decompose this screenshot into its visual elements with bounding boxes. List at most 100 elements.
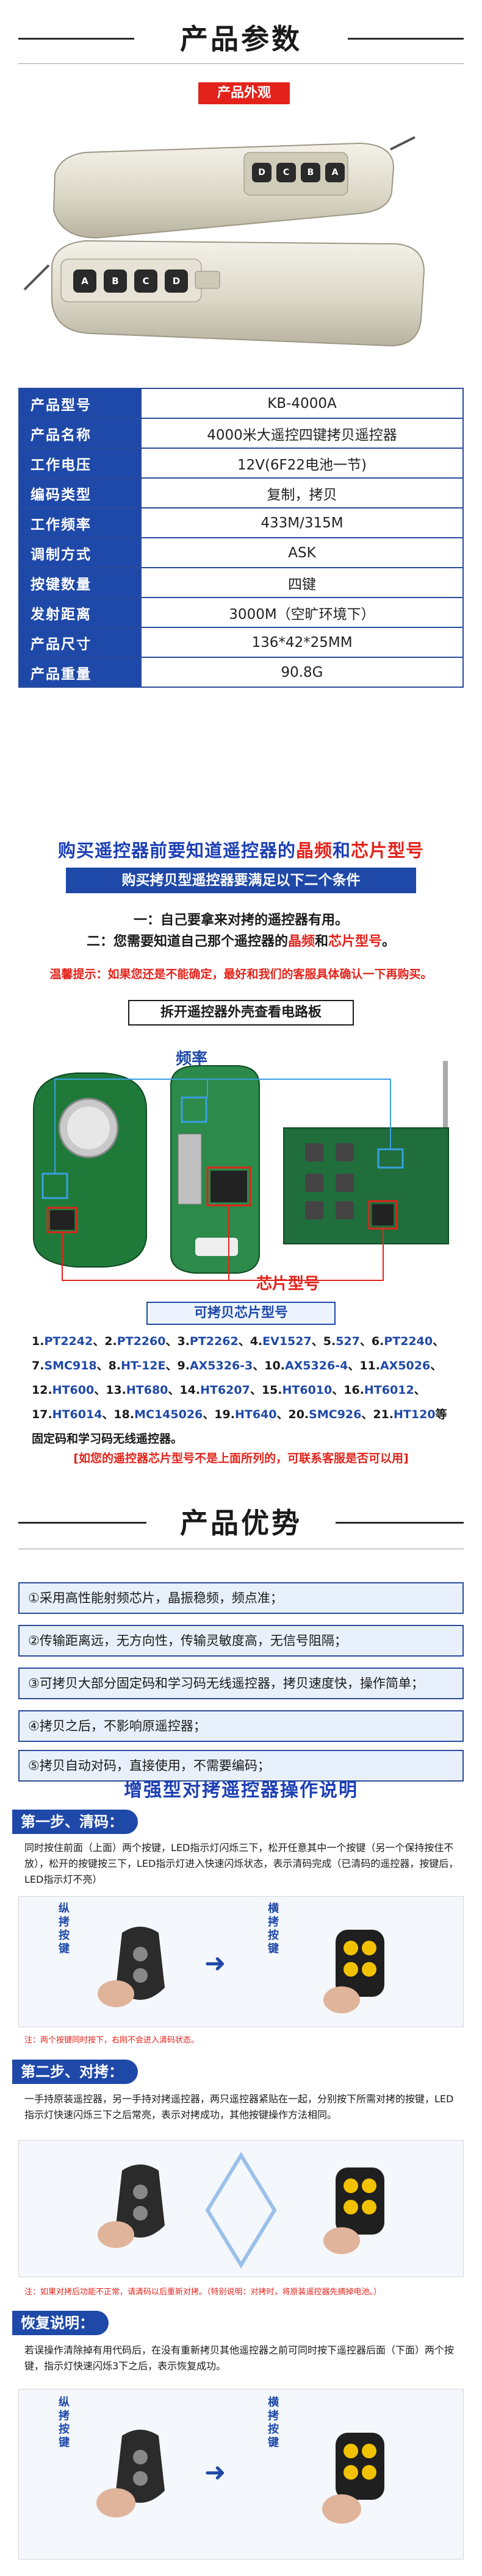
- condition-1: 一：自己要拿来对拷的遥控器有用。: [133, 913, 348, 928]
- spec-row: 编码类型复制，拷贝: [18, 477, 464, 508]
- freq-label: 频率: [176, 1050, 208, 1068]
- spec-value: 433M/315M: [140, 507, 464, 538]
- advantage-item: ①采用高性能射频芯片，晶振稳频，频点准；: [18, 1582, 464, 1614]
- divider: [18, 63, 464, 64]
- copy-remote-icon: [322, 2433, 384, 2524]
- chip-model: AX5326-4: [284, 1359, 348, 1372]
- chip-separator: 、3.: [165, 1335, 190, 1348]
- chip-list-title: 可拷贝芯片型号: [146, 1302, 336, 1325]
- step3-text: 若误操作清除掉有用代码后，在没有重新拷贝其他遥控器之前可同时按下遥控器后面（下面…: [24, 2344, 455, 2372]
- spec-value: 复制，拷贝: [140, 477, 464, 508]
- chip-row: 12.HT600、13.HT680、14.HT6207、15.HT6010、16…: [32, 1378, 453, 1402]
- remote-key-d: D: [252, 163, 272, 182]
- step3-heading: 恢复说明：: [12, 2311, 109, 2335]
- step2-heading: 第二步、对拷：: [12, 2060, 138, 2084]
- chip-separator: 、8.: [96, 1359, 121, 1372]
- chip-model: EV1527: [262, 1335, 312, 1348]
- chip-separator: 17.: [32, 1408, 52, 1421]
- spec-value: 90.8G: [140, 657, 464, 688]
- guide-title: 增强型对拷遥控器操作说明: [124, 1780, 358, 1801]
- buy-title-text: 购买遥控器前要知道遥控器的: [57, 840, 296, 861]
- chip-label: 芯片型号: [256, 1275, 320, 1293]
- remote-key-a: A: [325, 163, 345, 182]
- chip-separator: 、: [433, 1335, 445, 1348]
- chip-model: PT2260: [117, 1335, 166, 1348]
- remote-key-b: B: [301, 163, 320, 182]
- arrow-right-icon: ➜: [204, 1948, 226, 1978]
- spec-key: 产品型号: [18, 388, 142, 419]
- chip-model: HT640: [234, 1408, 277, 1421]
- chip-row: 7.SMC918、8.HT-12E、9.AX5326-3、10.AX5326-4…: [32, 1354, 453, 1378]
- remote-key-a: A: [73, 269, 96, 293]
- page-title: 产品参数: [180, 23, 302, 55]
- step1-note: 注：两个按键同时按下，右刚不会进入清码状态。: [24, 2036, 200, 2045]
- title-rule-right: [348, 38, 464, 40]
- adv-rule-right: [336, 1522, 464, 1524]
- condition-2-chip: 芯片型号: [328, 934, 383, 949]
- step3-panel: [18, 2389, 464, 2560]
- chip-separator: 、11.: [348, 1359, 380, 1372]
- advantage-item: ⑤拷贝自动对码，直接使用，不需要编码；: [18, 1750, 464, 1782]
- chip-separator: 7.: [32, 1359, 45, 1372]
- advantages-title: 产品优势: [180, 1507, 302, 1540]
- chip-model: HT6012: [364, 1383, 414, 1397]
- step1-panel: [18, 1896, 464, 2027]
- spec-key: 编码类型: [18, 477, 142, 508]
- chip-separator: 、6.: [359, 1335, 384, 1348]
- step2-text: 一手持原装遥控器，另一手持对拷遥控器，两只遥控器紧贴在一起，分别按下所需对拷的按…: [24, 2093, 454, 2121]
- chip-model: HT6014: [52, 1408, 103, 1421]
- buy-title-freq: 晶频: [295, 840, 333, 861]
- title-rule-left: [18, 38, 134, 40]
- step3-label-right: 横拷按键: [268, 2396, 279, 2449]
- chip-separator: 、13.: [94, 1383, 126, 1397]
- spec-key: 工作频率: [18, 507, 142, 538]
- condition-2-text: 二：您需要知道自己那个遥控器的: [86, 934, 288, 949]
- chip-list: 1.PT2242、2.PT2260、3.PT2262、4.EV1527、5.52…: [32, 1329, 453, 1451]
- chip-separator: 、5.: [311, 1335, 336, 1348]
- step1-label-left: 纵拷按键: [59, 1902, 70, 1955]
- buy-title-and: 和: [333, 840, 351, 861]
- spec-value: KB-4000A: [140, 388, 464, 419]
- chip-separator: 、4.: [238, 1335, 263, 1348]
- chip-model: AX5326-3: [189, 1359, 253, 1372]
- advantage-item: ②传输距离远，无方向性，传输灵敏度高，无信号阻隔；: [18, 1625, 464, 1657]
- chip-model: 527: [336, 1335, 360, 1348]
- spec-key: 发射距离: [18, 597, 142, 628]
- step2-note: 注：如果对拷后功能不正常，请清码以后重新对拷。（特别说明：对拷时，将原装遥控器先…: [24, 2288, 382, 2297]
- step2-panel: [18, 2140, 464, 2277]
- chip-separator: 、: [430, 1359, 442, 1372]
- product-photo: D C B A A B C D: [18, 119, 464, 375]
- chip-separator: 、16.: [332, 1383, 364, 1397]
- appearance-badge: 产品外观: [198, 82, 290, 104]
- spec-value: 12V(6F22电池一节): [140, 448, 464, 479]
- chip-row: 17.HT6014、18.MC145026、19.HT640、20.SMC926…: [32, 1402, 453, 1427]
- step1-text: 同时按住前面（上面）两个按键，LED指示灯闪烁三下，松开任意其中一个按键（另一个…: [24, 1842, 459, 1885]
- arrow-right-icon: ➜: [204, 2457, 226, 2487]
- remote-key-d: D: [165, 269, 188, 293]
- chip-separator: 、18.: [102, 1408, 135, 1421]
- condition-2-end: 。: [382, 934, 396, 949]
- adv-rule-left: [18, 1522, 146, 1524]
- remote-key-c: C: [276, 163, 296, 182]
- spec-key: 产品重量: [18, 657, 142, 688]
- circuit-board-photos: 频率 芯片型号: [18, 1036, 464, 1293]
- chip-model: HT-12E: [121, 1359, 166, 1372]
- condition-2-freq: 晶频: [287, 934, 315, 949]
- chip-model: MC145026: [134, 1408, 203, 1421]
- copy-remote-icon: [323, 1930, 384, 2013]
- chip-model: PT2242: [44, 1335, 93, 1348]
- chip-separator: 等: [435, 1408, 447, 1421]
- copy-remote-icon: [323, 2167, 384, 2254]
- board-title: 拆开遥控器外壳查看电路板: [128, 1000, 354, 1026]
- chip-model: SMC926: [309, 1408, 362, 1421]
- chip-model: HT6010: [282, 1383, 333, 1397]
- original-remote-icon: [96, 2430, 165, 2517]
- spec-key: 按键数量: [18, 567, 142, 598]
- chip-separator: 1.: [32, 1335, 45, 1348]
- spec-value: 136*42*25MM: [140, 627, 464, 658]
